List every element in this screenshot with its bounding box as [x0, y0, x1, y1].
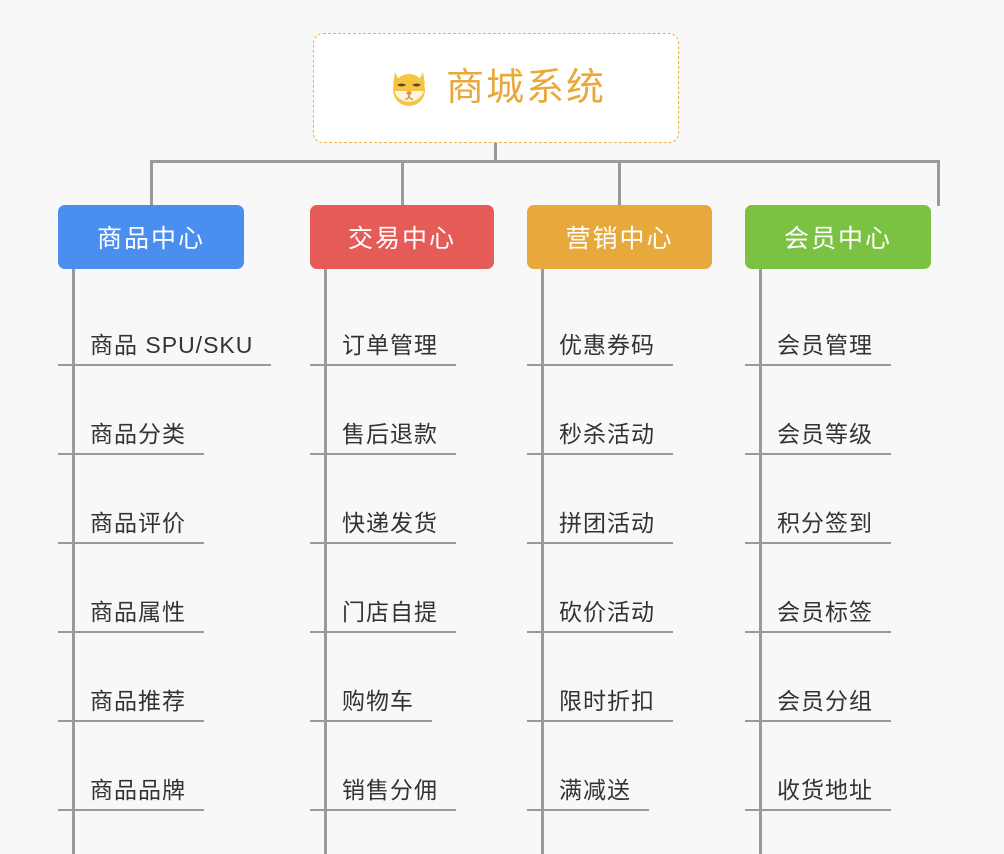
leaf-label: 商品 SPU/SKU	[90, 331, 254, 358]
list-item[interactable]: 商品属性	[58, 544, 308, 633]
list-item[interactable]: 商品评价	[58, 455, 308, 544]
list-item[interactable]: 拼团活动	[527, 455, 767, 544]
list-item[interactable]: 订单管理	[310, 277, 550, 366]
list-item[interactable]: 售后退款	[310, 366, 550, 455]
list-item[interactable]: 收货地址	[745, 722, 985, 811]
list-item[interactable]: 限时折扣	[527, 633, 767, 722]
leaf-label: 砍价活动	[559, 598, 655, 625]
list-item[interactable]: 满减送	[527, 722, 767, 811]
leaf-label: 限时折扣	[559, 687, 655, 714]
branch-header-member-center[interactable]: 会员中心	[745, 205, 931, 269]
spine-trade-center	[324, 269, 327, 854]
root-title: 商城系统	[445, 67, 606, 109]
list-item[interactable]: 会员等级	[745, 366, 985, 455]
leaf-label: 商品推荐	[90, 687, 186, 714]
leaf-label: 商品评价	[90, 509, 186, 536]
leaf-label: 销售分佣	[342, 776, 438, 803]
list-item[interactable]: 快递发货	[310, 455, 550, 544]
list-item[interactable]: 门店自提	[310, 544, 550, 633]
list-item[interactable]: 优惠券码	[527, 277, 767, 366]
leaf-label: 售后退款	[342, 420, 438, 447]
leaf-label: 门店自提	[342, 598, 438, 625]
root-node[interactable]: 商城系统	[313, 33, 679, 143]
list-item[interactable]: 商品推荐	[58, 633, 308, 722]
shiba-dog-icon	[386, 65, 432, 111]
branch-header-trade-center[interactable]: 交易中心	[310, 205, 494, 269]
connector-drop-3	[618, 160, 621, 206]
list-item[interactable]: 商品品牌	[58, 722, 308, 811]
list-item[interactable]: 销售分佣	[310, 722, 550, 811]
leaf-label: 秒杀活动	[559, 420, 655, 447]
leaf-list-trade-center: 订单管理 售后退款 快递发货 门店自提 购物车 销售分佣	[310, 269, 550, 854]
leaf-label: 快递发货	[342, 509, 438, 536]
spine-marketing-center	[541, 269, 544, 854]
leaf-label: 会员分组	[777, 687, 873, 714]
list-item[interactable]: 商品 SPU/SKU	[58, 277, 308, 366]
list-item[interactable]: 砍价活动	[527, 544, 767, 633]
branch-header-marketing-center[interactable]: 营销中心	[527, 205, 712, 269]
leaf-label: 拼团活动	[559, 509, 655, 536]
leaf-label: 商品品牌	[90, 776, 186, 803]
leaf-label: 会员标签	[777, 598, 873, 625]
leaf-label: 会员管理	[777, 331, 873, 358]
leaf-list-member-center: 会员管理 会员等级 积分签到 会员标签 会员分组 收货地址	[745, 269, 985, 854]
leaf-label: 收货地址	[777, 776, 873, 803]
list-item[interactable]: 积分签到	[745, 455, 985, 544]
leaf-list-product-center: 商品 SPU/SKU 商品分类 商品评价 商品属性 商品推荐 商品品牌	[58, 269, 308, 854]
spine-member-center	[759, 269, 762, 854]
connector-drop-4	[937, 160, 940, 206]
leaf-label: 优惠券码	[559, 331, 655, 358]
list-item[interactable]: 会员管理	[745, 277, 985, 366]
list-item[interactable]: 商品分类	[58, 366, 308, 455]
leaf-list-marketing-center: 优惠券码 秒杀活动 拼团活动 砍价活动 限时折扣 满减送	[527, 269, 767, 854]
branch-trade-center: 交易中心 订单管理 售后退款 快递发货 门店自提 购物车 销售分佣	[310, 205, 550, 854]
leaf-label: 会员等级	[777, 420, 873, 447]
leaf-label: 满减送	[559, 776, 631, 803]
leaf-label: 积分签到	[777, 509, 873, 536]
list-item[interactable]: 会员标签	[745, 544, 985, 633]
connector-root-stem	[494, 143, 497, 162]
leaf-label: 购物车	[342, 687, 414, 714]
list-item[interactable]: 会员分组	[745, 633, 985, 722]
connector-horizontal-bar	[150, 160, 940, 163]
list-item[interactable]: 购物车	[310, 633, 550, 722]
branch-product-center: 商品中心 商品 SPU/SKU 商品分类 商品评价 商品属性 商品推荐 商品品牌	[58, 205, 308, 854]
list-item[interactable]: 秒杀活动	[527, 366, 767, 455]
leaf-label: 商品属性	[90, 598, 186, 625]
branch-marketing-center: 营销中心 优惠券码 秒杀活动 拼团活动 砍价活动 限时折扣 满减送	[527, 205, 767, 854]
branch-member-center: 会员中心 会员管理 会员等级 积分签到 会员标签 会员分组 收货地址	[745, 205, 985, 854]
spine-product-center	[72, 269, 75, 854]
connector-drop-1	[150, 160, 153, 206]
leaf-label: 商品分类	[90, 420, 186, 447]
branch-header-product-center[interactable]: 商品中心	[58, 205, 244, 269]
leaf-label: 订单管理	[342, 331, 438, 358]
connector-drop-2	[401, 160, 404, 206]
